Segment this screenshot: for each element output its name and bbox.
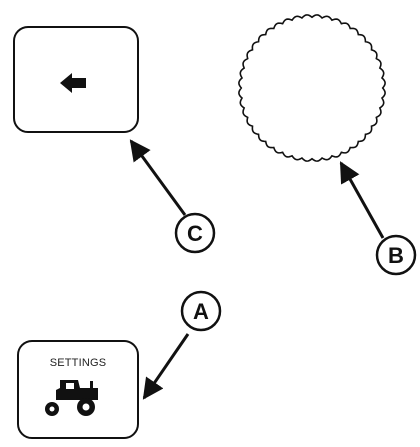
callout-a-arrow bbox=[142, 333, 190, 400]
callout-c-circle bbox=[174, 212, 216, 254]
settings-label: SETTINGS bbox=[50, 357, 107, 369]
callout-c-label: C bbox=[187, 221, 203, 246]
callout-b-arrow bbox=[339, 161, 385, 239]
callout-a-circle bbox=[180, 290, 222, 332]
rotary-knob[interactable] bbox=[238, 14, 386, 162]
tractor-icon bbox=[45, 380, 98, 416]
callout-b: B bbox=[339, 161, 417, 276]
callout-c-arrow bbox=[129, 139, 187, 216]
arrow-left-icon bbox=[60, 73, 86, 93]
callout-a-label: A bbox=[193, 299, 209, 324]
callout-b-circle bbox=[375, 234, 417, 276]
callout-b-label: B bbox=[388, 243, 404, 268]
settings-button[interactable]: SETTINGS bbox=[17, 340, 139, 439]
back-button[interactable] bbox=[13, 26, 139, 133]
callout-c: C bbox=[129, 139, 216, 254]
callout-a: A bbox=[142, 290, 222, 400]
